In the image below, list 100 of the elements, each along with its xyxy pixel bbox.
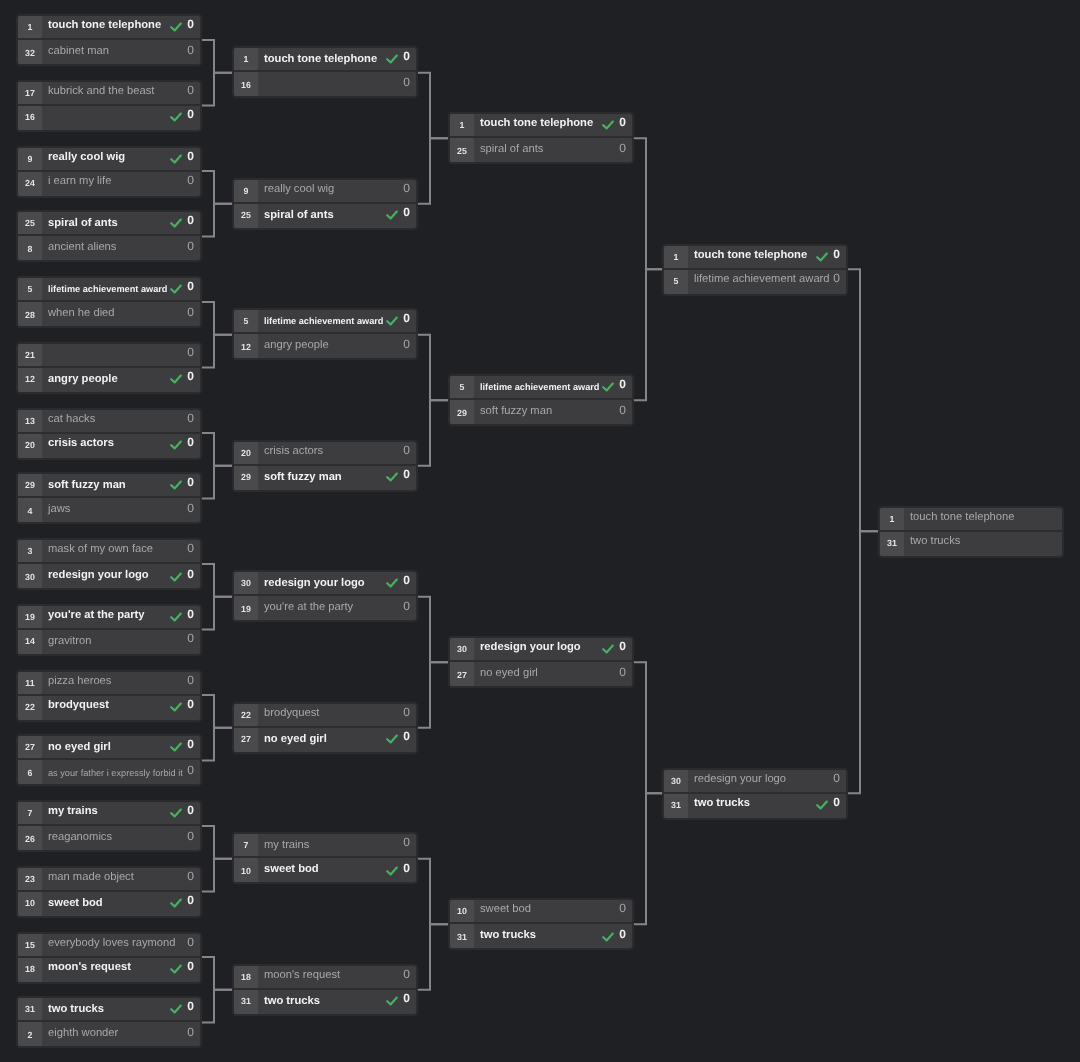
entry-row [234, 334, 416, 359]
entry-row [450, 638, 632, 663]
bracket-line [417, 137, 449, 205]
match-card [16, 276, 202, 328]
bracket-line [633, 268, 663, 402]
match-card [448, 112, 634, 165]
match-card [232, 177, 418, 230]
entry-row [234, 572, 416, 597]
match-card [16, 800, 202, 852]
match-card [448, 374, 634, 427]
entry-row [18, 81, 200, 106]
entry-row [664, 269, 846, 294]
entry-row [234, 441, 416, 466]
entry-row [18, 695, 200, 719]
entry-row [880, 531, 1062, 556]
match-card [448, 898, 634, 951]
bracket-line [417, 923, 449, 991]
entry-row [18, 367, 200, 392]
bracket-line [201, 595, 233, 631]
match-card [16, 472, 202, 525]
bracket-line [633, 792, 663, 926]
match-card [16, 210, 202, 263]
entry-row [18, 474, 200, 499]
entry-row [234, 179, 416, 204]
entry-row [18, 802, 200, 826]
entry-row [234, 989, 416, 1014]
match-card [232, 832, 418, 885]
entry-row [18, 826, 200, 850]
bracket-line [201, 202, 233, 238]
match-card [16, 603, 202, 656]
match-card [16, 407, 202, 459]
match-card [16, 931, 202, 983]
entry-row [664, 769, 846, 794]
match-card [16, 145, 202, 197]
entry-row [18, 1022, 200, 1047]
entry-row [18, 957, 200, 981]
entry-row [234, 72, 416, 97]
match-card [232, 570, 418, 623]
entry-row [234, 703, 416, 728]
bracket-line [201, 71, 233, 107]
entry-row [450, 662, 632, 687]
entry-row [18, 171, 200, 195]
entry-row [450, 900, 632, 925]
entry-row [234, 858, 416, 883]
entry-row [18, 867, 200, 892]
entry-row [450, 376, 632, 401]
entry-row [18, 433, 200, 457]
entry-row [450, 114, 632, 139]
entry-row [18, 605, 200, 630]
entry-row [450, 924, 632, 949]
match-card [448, 636, 634, 689]
entry-row [18, 343, 200, 368]
bracket-line [201, 726, 233, 762]
bracket-line [847, 530, 879, 795]
match-card [16, 996, 202, 1049]
entry-row [18, 236, 200, 261]
match-card [232, 963, 418, 1016]
match-card [232, 308, 418, 361]
match-card [16, 538, 202, 590]
entry-row [18, 736, 200, 761]
match-card [232, 46, 418, 99]
match-card [16, 669, 202, 721]
entry-row [18, 147, 200, 171]
entry-row [18, 540, 200, 564]
entry-row [18, 16, 200, 40]
bracket-line [201, 857, 233, 893]
match-card [878, 505, 1064, 558]
entry-row [18, 933, 200, 957]
match-card [232, 439, 418, 492]
entry-row [664, 245, 846, 270]
entry-row [18, 302, 200, 326]
entry-row [18, 40, 200, 64]
entry-row [234, 465, 416, 490]
entry-row [450, 138, 632, 163]
bracket-line [201, 333, 233, 369]
match-card [16, 341, 202, 394]
entry-row [18, 278, 200, 302]
bracket-line [417, 661, 449, 729]
entry-row [18, 564, 200, 588]
match-card [232, 701, 418, 754]
entry-row [18, 891, 200, 916]
entry-row [18, 760, 200, 785]
entry-row [664, 793, 846, 818]
entry-row [18, 998, 200, 1023]
match-card [662, 243, 848, 296]
entry-row [234, 834, 416, 859]
entry-row [234, 48, 416, 73]
match-card [16, 734, 202, 787]
entry-row [234, 310, 416, 335]
bracket-line [417, 399, 449, 467]
entry-row [234, 727, 416, 752]
entry-row [450, 400, 632, 425]
entry-row [18, 629, 200, 654]
entry-row [234, 203, 416, 228]
bracket-line [201, 988, 233, 1024]
entry-row [234, 965, 416, 990]
match-card [16, 14, 202, 66]
entry-row [18, 409, 200, 433]
entry-row [880, 507, 1062, 532]
match-card [16, 79, 202, 132]
